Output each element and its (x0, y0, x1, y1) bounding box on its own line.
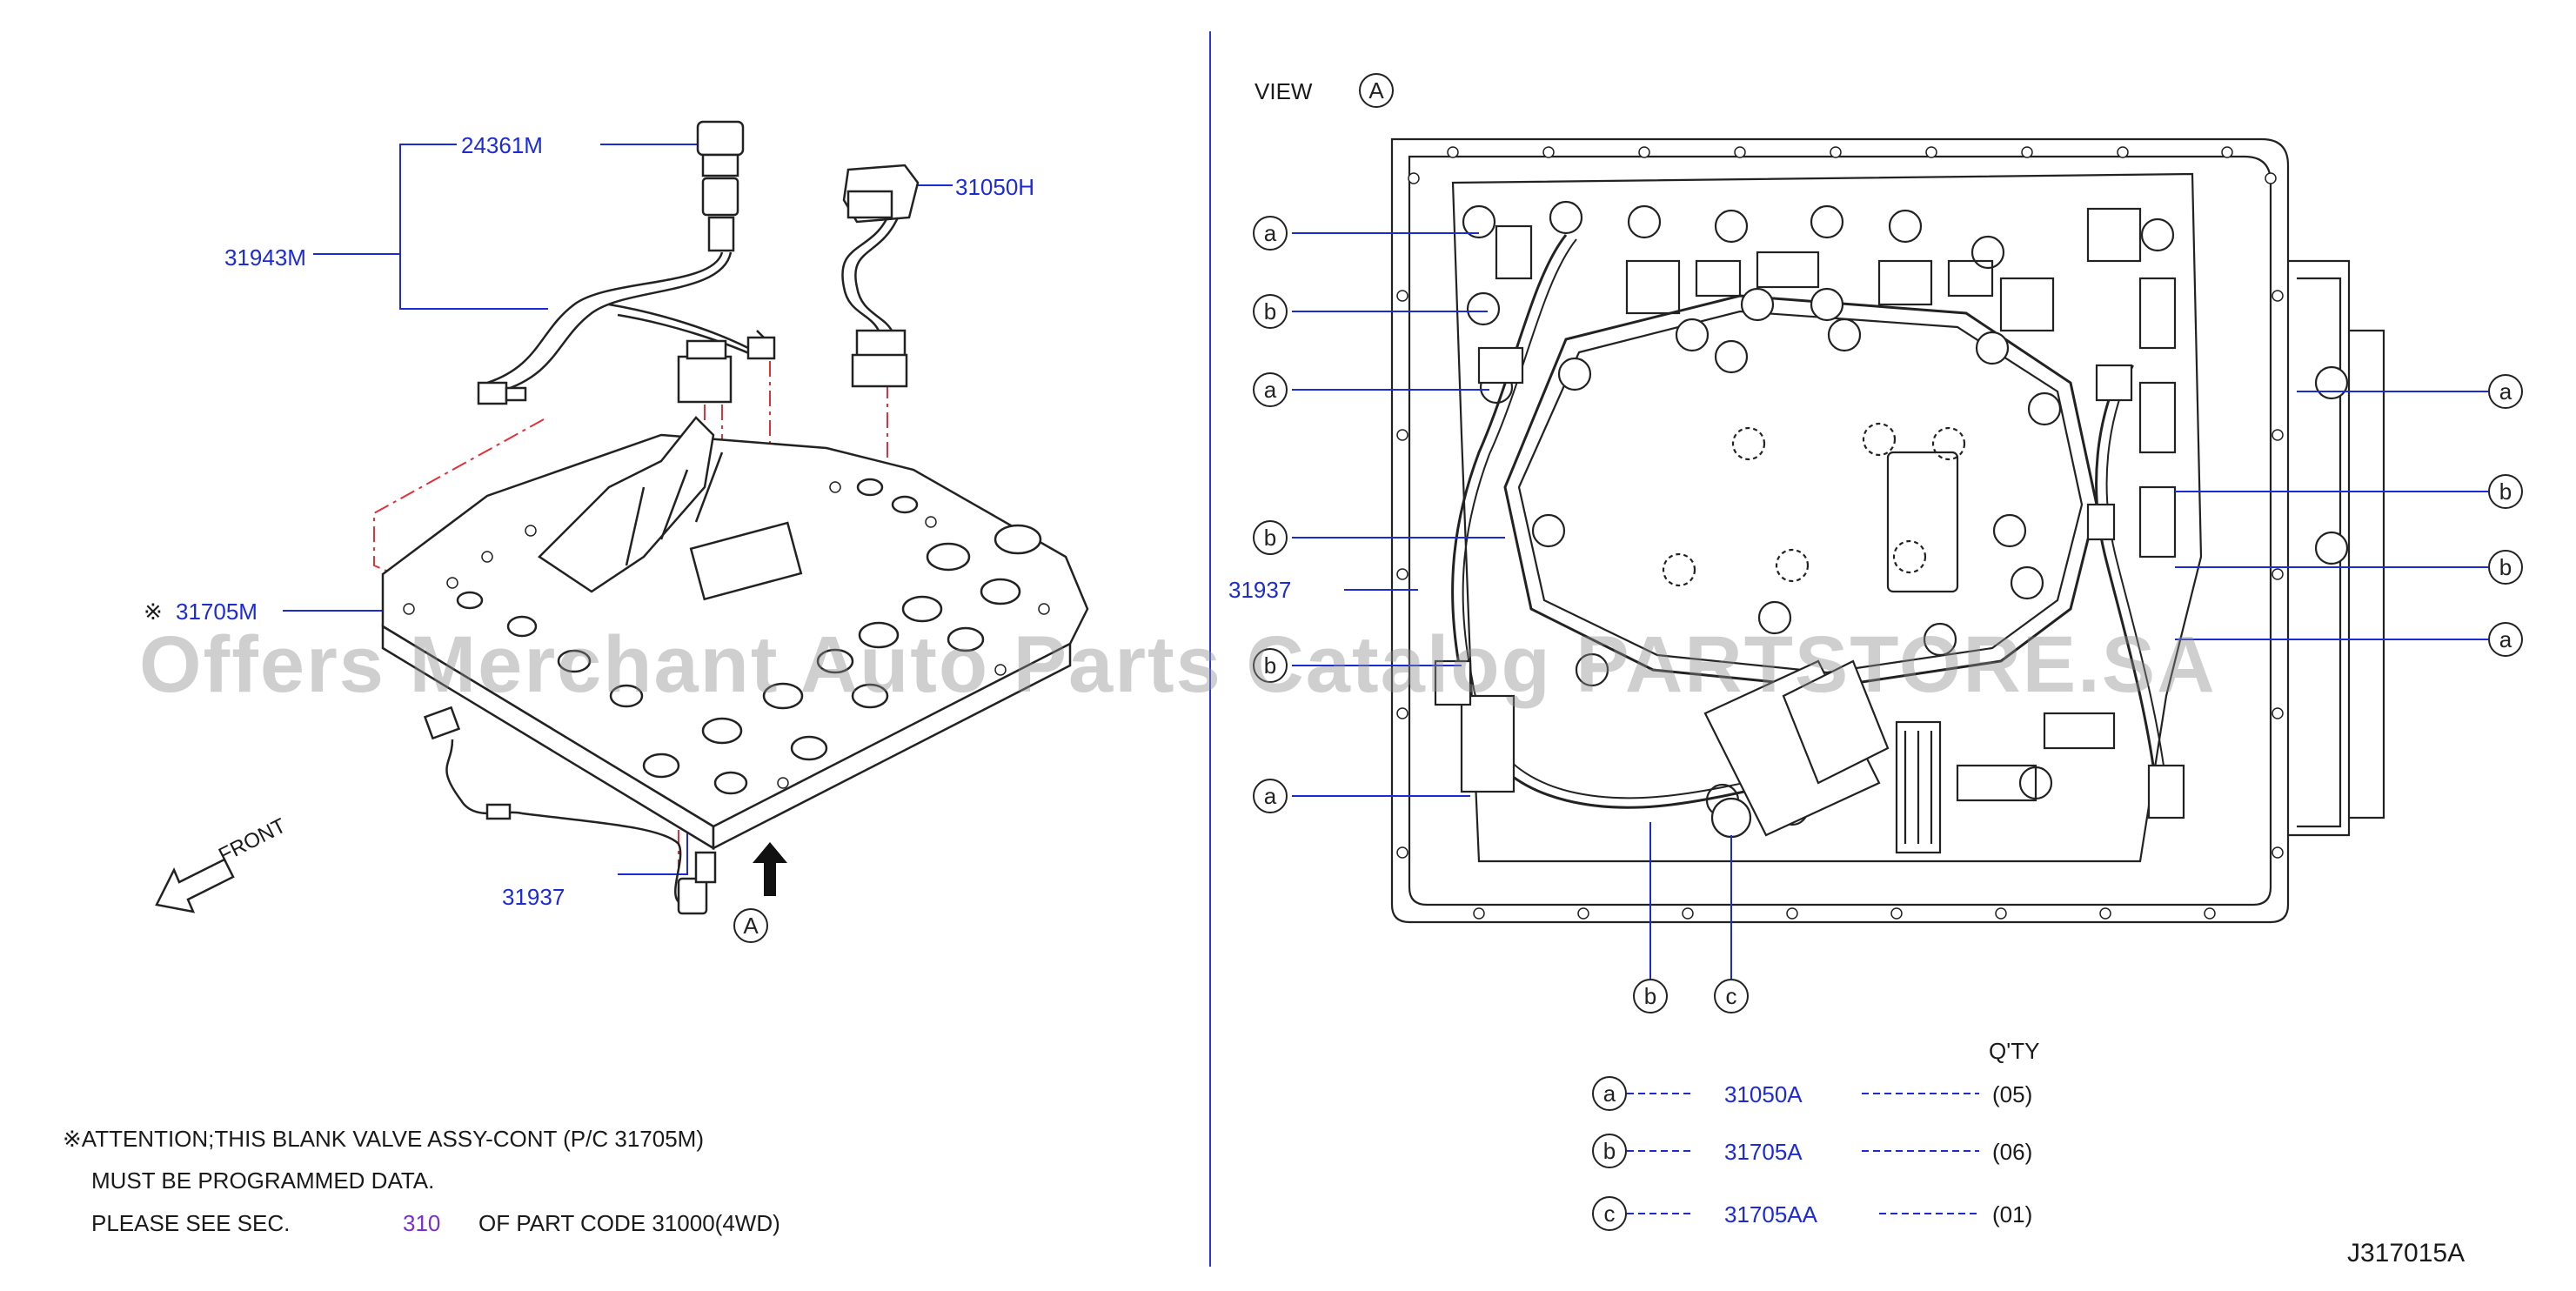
front-arrow-icon (155, 858, 235, 913)
drawing-code: J317015A (2347, 1239, 2466, 1268)
harness-31943m (477, 120, 776, 405)
callout-c: c (1714, 979, 1749, 1013)
panel-divider (1209, 31, 1211, 1267)
callout-b: b (2488, 550, 2523, 585)
view-marker-a-right: A (1359, 73, 1394, 108)
note-line-3a: PLEASE SEE SEC. (91, 1210, 291, 1236)
view-arrow-icon (753, 842, 787, 896)
right-leader-lines (1292, 232, 2488, 979)
callout-a: a (2488, 374, 2523, 409)
note-sec-link[interactable]: 310 (403, 1210, 441, 1236)
left-leader-lines (283, 144, 953, 875)
qty-row-qty: (01) (1992, 1201, 2033, 1227)
label-31050h[interactable]: 31050H (955, 174, 1035, 200)
callout-b: b (1253, 648, 1288, 683)
qty-row-qty: (06) (1992, 1139, 2033, 1165)
qty-row-key: a (1592, 1076, 1627, 1111)
qty-row-qty: (05) (1992, 1081, 2033, 1107)
label-31943m[interactable]: 31943M (224, 244, 306, 271)
watermark: Offers Merchant Auto Parts Catalog PARTS… (139, 620, 2217, 709)
sensor-31937 (423, 706, 717, 915)
qty-row-key: b (1592, 1134, 1627, 1168)
label-31705m-mark: ※ (144, 599, 163, 625)
valve-body-31705m (381, 416, 1089, 851)
qty-row-key: c (1592, 1196, 1627, 1231)
qty-header: Q'TY (1989, 1038, 2040, 1064)
label-31937-right[interactable]: 31937 (1228, 577, 1292, 603)
callout-a: a (1253, 372, 1288, 407)
callout-a: a (1253, 216, 1288, 251)
callout-a: a (1253, 779, 1288, 813)
callout-b: b (2488, 474, 2523, 509)
qty-dashes (1627, 1093, 1979, 1214)
note-line-2: MUST BE PROGRAMMED DATA. (91, 1167, 435, 1194)
harness-31050h (841, 164, 920, 388)
view-a-drawing (1390, 137, 2385, 924)
callout-a: a (2488, 622, 2523, 657)
qty-row-part[interactable]: 31050A (1724, 1081, 1803, 1107)
view-label: VIEW (1255, 78, 1313, 104)
callout-b: b (1253, 294, 1288, 329)
note-line-1: ※ATTENTION;THIS BLANK VALVE ASSY-CONT (P… (63, 1126, 704, 1152)
qty-row-part[interactable]: 31705AA (1724, 1201, 1817, 1227)
callout-b: b (1253, 520, 1288, 555)
label-31937-left[interactable]: 31937 (502, 884, 565, 910)
qty-row-part[interactable]: 31705A (1724, 1139, 1803, 1165)
label-24361m[interactable]: 24361M (461, 132, 543, 158)
label-31705m[interactable]: 31705M (176, 599, 258, 625)
note-line-3b: OF PART CODE 31000(4WD) (478, 1210, 780, 1236)
callout-b: b (1633, 979, 1668, 1013)
view-marker-a-left: A (733, 908, 768, 943)
